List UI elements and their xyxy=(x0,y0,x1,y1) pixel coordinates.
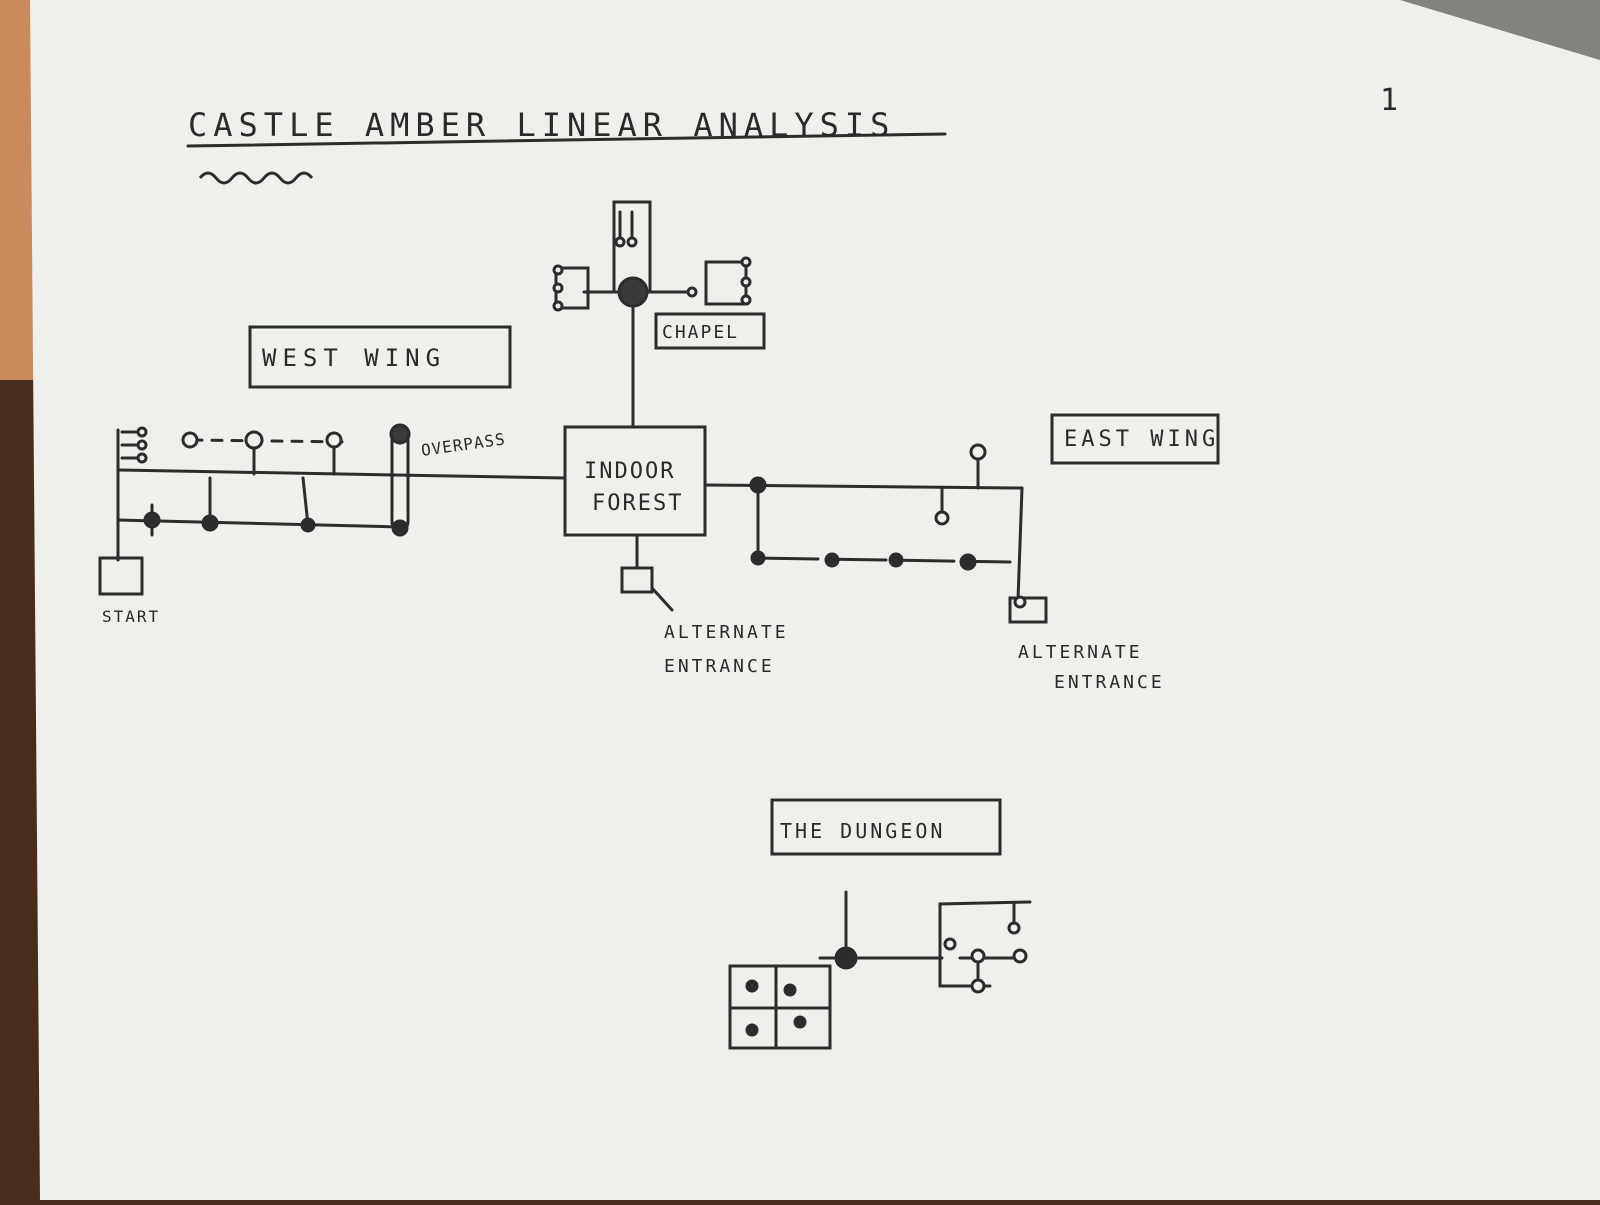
dungeon-box xyxy=(770,798,1002,856)
forest-alt-entrance-tail xyxy=(650,586,674,612)
indoor-forest-label-line1: INDOOR xyxy=(584,459,675,484)
node xyxy=(749,476,767,494)
node xyxy=(745,1023,759,1037)
node xyxy=(300,517,316,533)
east-connector xyxy=(1016,486,1024,602)
node xyxy=(552,300,564,312)
node xyxy=(745,979,759,993)
node xyxy=(136,426,148,438)
node xyxy=(824,552,840,568)
alternate-entrance-label-line2: ENTRANCE xyxy=(664,656,775,677)
node xyxy=(136,452,148,464)
node xyxy=(1013,595,1027,609)
node xyxy=(970,978,986,994)
chapel-hub-node xyxy=(617,276,649,308)
east-alt-entrance-box xyxy=(1008,596,1048,624)
node xyxy=(934,510,950,526)
east-alternate-entrance-label-line2: ENTRANCE xyxy=(1054,672,1165,693)
node xyxy=(1012,948,1028,964)
indoor-forest-box xyxy=(563,425,707,537)
indoor-forest-label-line2: FOREST xyxy=(592,491,683,516)
alternate-entrance-label-line1: ALTERNATE xyxy=(664,622,789,643)
chapel-label: CHAPEL xyxy=(662,322,739,343)
node xyxy=(969,443,987,461)
forest-alt-entrance-box xyxy=(620,566,654,594)
node xyxy=(959,553,977,571)
node xyxy=(970,948,986,964)
east-alternate-entrance-label-line1: ALTERNATE xyxy=(1018,642,1143,663)
east-wing-label: EAST WING xyxy=(1064,427,1219,452)
dungeon-label: THE DUNGEON xyxy=(780,819,945,843)
node xyxy=(1007,921,1021,935)
node xyxy=(552,282,564,294)
page-number: 1 xyxy=(1380,83,1398,118)
node xyxy=(943,937,957,951)
overpass-top-node xyxy=(389,423,411,445)
node xyxy=(244,430,264,450)
node xyxy=(181,431,199,449)
west-connector xyxy=(301,476,310,527)
dungeon-right-room xyxy=(938,900,1032,988)
node xyxy=(136,439,148,451)
node xyxy=(614,236,626,248)
overpass-bottom-node xyxy=(391,519,409,537)
node xyxy=(740,256,752,268)
dungeon-hub-node xyxy=(834,946,858,970)
node xyxy=(793,1015,807,1029)
west-dashed-path xyxy=(190,438,350,444)
map-title: CASTLE AMBER LINEAR ANALYSIS xyxy=(188,106,895,144)
node xyxy=(626,236,638,248)
node xyxy=(750,550,766,566)
east-wing-box xyxy=(1050,413,1220,465)
node xyxy=(888,552,904,568)
node xyxy=(143,511,161,529)
node xyxy=(783,983,797,997)
west-corridor-lower xyxy=(116,518,402,529)
start-label: START xyxy=(102,607,160,626)
west-wing-label: WEST WING xyxy=(262,344,446,372)
node xyxy=(740,276,752,288)
title-underline xyxy=(186,132,947,148)
start-box xyxy=(98,556,144,596)
west-corridor-upper xyxy=(116,468,567,480)
node xyxy=(325,431,343,449)
scribble-mark xyxy=(198,171,314,185)
west-wing-box xyxy=(248,325,512,389)
paper-sheet xyxy=(30,0,1600,1200)
node xyxy=(740,294,752,306)
node xyxy=(686,286,698,298)
node xyxy=(552,264,564,276)
chapel-box xyxy=(654,312,766,350)
paper-shadow xyxy=(1400,0,1600,60)
node xyxy=(201,514,219,532)
